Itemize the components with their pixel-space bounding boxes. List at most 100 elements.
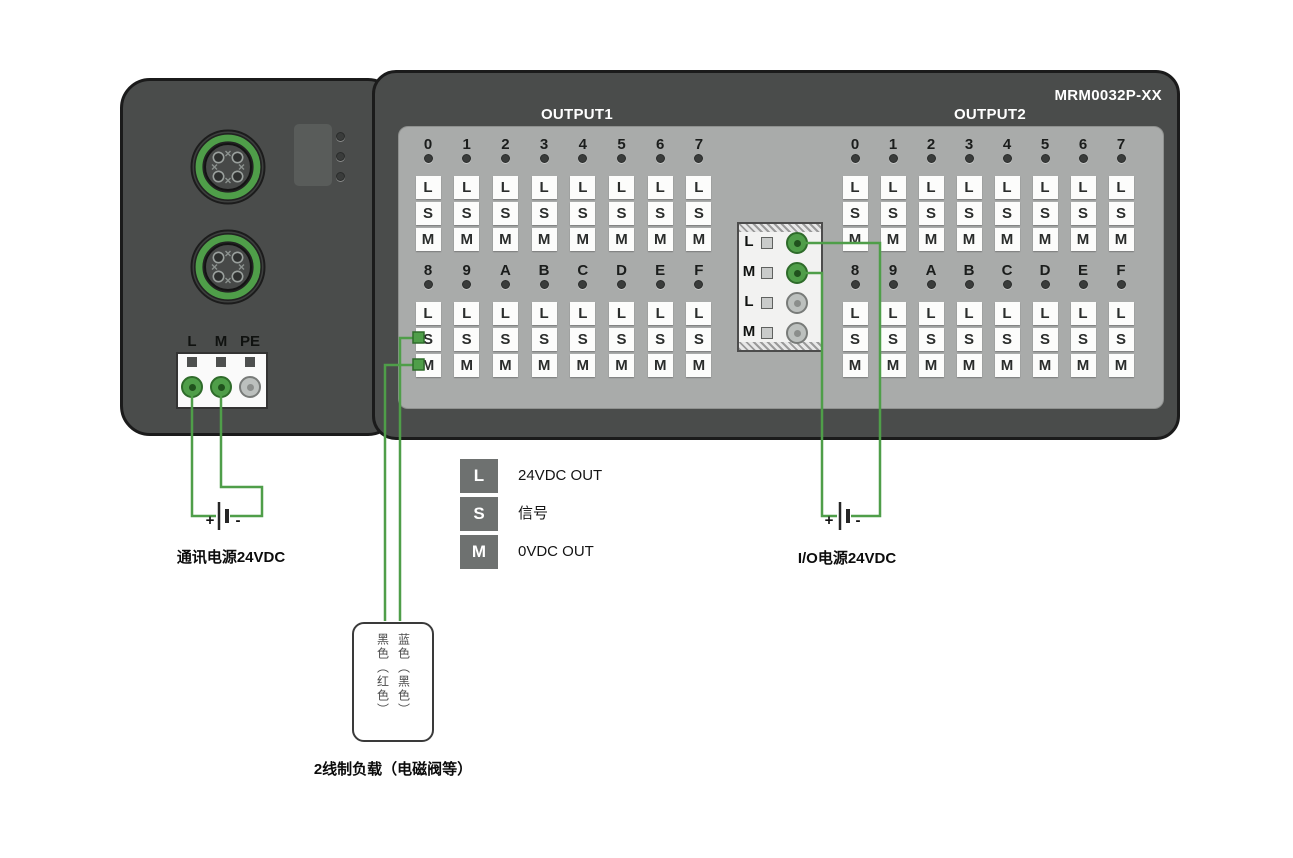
output2-channel-5-terminal-M: M [1032, 228, 1058, 251]
io-power-label: I/O电源24VDC [797, 550, 897, 567]
io-power-pin-1-screw [786, 262, 808, 284]
m12-pins [212, 251, 244, 283]
output2-channel-3-terminal-L: L [956, 176, 982, 199]
io-power-pin-3-screw [786, 322, 808, 344]
output2-channel-6-label: 6 [1078, 136, 1088, 153]
output2-channel-8-terminal-M: M [842, 354, 868, 377]
output2-channel-7-terminal-M: M [1108, 228, 1134, 251]
output2-channel-0-terminal-S: S [842, 202, 868, 225]
output1-channel-3-label: 3 [539, 136, 549, 153]
io-power-pin-2-contact [761, 297, 773, 309]
output2-channel-4-terminal-M: M [994, 228, 1020, 251]
output2-channel-E-terminal-L: L [1070, 302, 1096, 325]
output2-channel-C-terminal-S: S [994, 328, 1020, 351]
output1-channel-B-terminal-M: M [531, 354, 557, 377]
m12-key-marks [211, 250, 245, 284]
io-minus-sign: - [855, 512, 861, 529]
legend-desc-signal: 信号 [518, 505, 549, 522]
output2-channel-A-terminal-L: L [918, 302, 944, 325]
output1-channel-5-label: 5 [617, 136, 626, 153]
output2-channel-6-terminal-S: S [1070, 202, 1096, 225]
output1-channel-C-terminal-M: M [570, 354, 596, 377]
output2-channel-0-led [850, 154, 860, 163]
output1-channel-9-led [462, 280, 472, 289]
load-wire-color-left: 黑色（红色） [375, 633, 390, 717]
output1-channel-C-led [578, 280, 588, 289]
io-power-pin-1-label: M [742, 263, 756, 280]
output1-channel-0-led [423, 154, 433, 163]
output1-channel-7-terminal-L: L [686, 176, 712, 199]
output2-channel-7-led [1116, 154, 1126, 163]
io-power-pin-3-contact [761, 327, 773, 339]
output1-channel-7-label: 7 [694, 136, 704, 153]
output1-channel-4-terminal-S: S [570, 202, 596, 225]
output1-channel-D-terminal-S: S [609, 328, 634, 351]
output2-channel-5-terminal-S: S [1032, 202, 1058, 225]
output2-channel-2-terminal-M: M [918, 228, 944, 251]
output2-channel-2-led [926, 154, 936, 163]
output2-channel-1-label: 1 [888, 136, 898, 153]
output1-channel-9-terminal-L: L [454, 302, 480, 325]
output1-channel-8-led [423, 280, 433, 289]
output2-channel-9-terminal-S: S [880, 328, 906, 351]
m12-connector-top [190, 129, 266, 205]
output2-channel-F-terminal-M: M [1108, 354, 1134, 377]
output1-channel-B-led [539, 280, 549, 289]
m12-connector-bottom [190, 229, 266, 305]
output1-channel-3-terminal-S: S [531, 202, 557, 225]
output1-channel-5-terminal-M: M [609, 228, 634, 251]
comm-power-pin-L-contact [187, 357, 197, 367]
output2-channel-1-terminal-M: M [880, 228, 906, 251]
output2-channel-E-terminal-S: S [1070, 328, 1096, 351]
output2-channel-3-led [964, 154, 974, 163]
output1-channel-E-terminal-S: S [647, 328, 673, 351]
output2-channel-1-terminal-S: S [880, 202, 906, 225]
comm-power-battery-icon [217, 502, 229, 530]
output1-channel-B-label: B [538, 262, 550, 279]
io-block-hatch-top [739, 224, 821, 232]
output1-channel-7-led [694, 154, 704, 163]
output1-channel-F-terminal-M: M [686, 354, 712, 377]
output2-channel-E-terminal-M: M [1070, 354, 1096, 377]
output1-channel-A-terminal-M: M [492, 354, 518, 377]
legend-desc-24vdc-out: 24VDC OUT [518, 467, 603, 484]
io-power-pin-1-contact [761, 267, 773, 279]
output2-channel-A-label: A [925, 262, 937, 279]
output2-channel-7-terminal-S: S [1108, 202, 1134, 225]
output1-channel-9-terminal-M: M [454, 354, 480, 377]
output1-channel-6-label: 6 [656, 136, 665, 153]
output1-channel-2-terminal-M: M [492, 228, 518, 251]
load-wire-color-right: 蓝色（黑色） [396, 633, 411, 717]
output2-channel-8-label: 8 [850, 262, 860, 279]
output1-channel-E-terminal-L: L [647, 302, 673, 325]
output1-channel-7-terminal-S: S [686, 202, 712, 225]
output1-channel-F-led [694, 280, 704, 289]
output2-channel-8-terminal-L: L [842, 302, 868, 325]
output2-channel-5-terminal-L: L [1032, 176, 1058, 199]
output1-channel-C-label: C [577, 262, 589, 279]
legend-key-S: S [460, 497, 498, 531]
output2-channel-A-terminal-S: S [918, 328, 944, 351]
output2-channel-1-led [888, 154, 898, 163]
legend-key-M: M [460, 535, 498, 569]
output1-channel-2-led [500, 154, 510, 163]
output2-channel-F-terminal-L: L [1108, 302, 1134, 325]
output1-channel-0-terminal-M: M [415, 228, 441, 251]
comm-power-pin-M-screw [210, 376, 232, 398]
output2-channel-F-label: F [1116, 262, 1126, 279]
output2-channel-0-label: 0 [850, 136, 860, 153]
output1-channel-2-label: 2 [501, 136, 510, 153]
io-power-pin-2-label: L [744, 293, 754, 310]
output1-channel-C-terminal-S: S [570, 328, 596, 351]
comm-power-pin-L-label: L [187, 333, 197, 350]
output1-channel-8-terminal-S: S [415, 328, 441, 351]
output2-channel-2-terminal-L: L [918, 176, 944, 199]
output2-channel-2-terminal-S: S [918, 202, 944, 225]
output1-channel-8-label: 8 [423, 262, 433, 279]
output2-channel-F-terminal-S: S [1108, 328, 1134, 351]
output1-channel-D-label: D [616, 262, 627, 279]
output1-channel-A-label: A [499, 262, 511, 279]
status-led-1 [336, 132, 345, 141]
comm-minus-sign: - [235, 512, 241, 529]
